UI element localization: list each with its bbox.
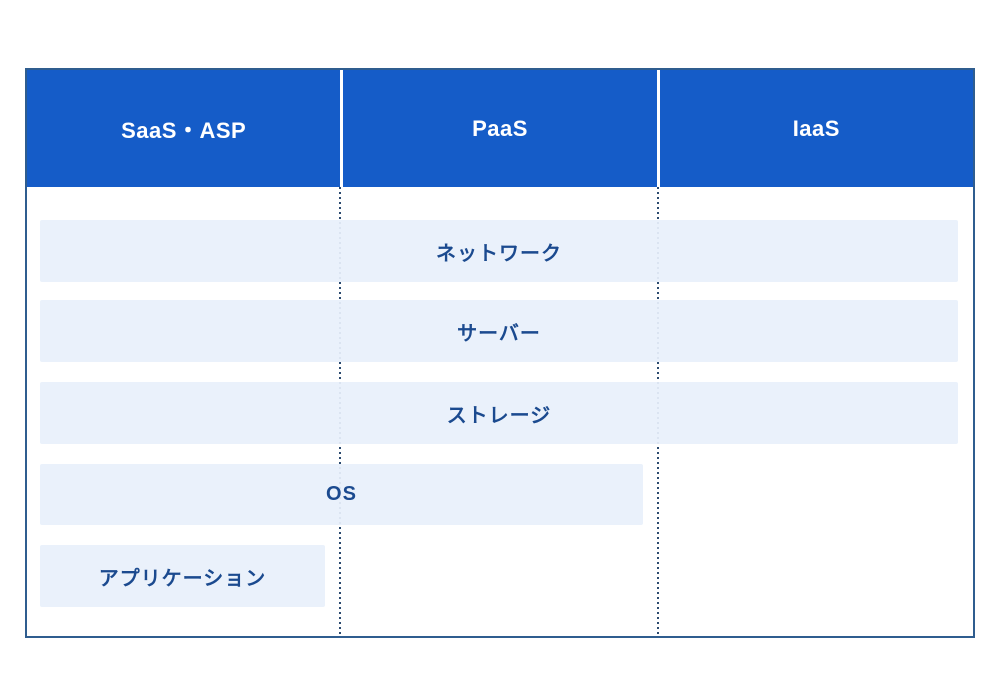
table-body: ネットワーク サーバー ストレージ OS アプリケーション — [27, 187, 973, 636]
service-comparison-table: SaaS・ASP PaaS IaaS ネットワーク サーバー ストレージ OS … — [25, 68, 975, 638]
column-header-paas: PaaS — [343, 70, 660, 187]
column-header-row: SaaS・ASP PaaS IaaS — [27, 70, 973, 187]
layer-bar-storage: ストレージ — [40, 382, 958, 444]
layer-bar-os: OS — [40, 464, 643, 525]
layer-bar-server: サーバー — [40, 300, 958, 362]
layer-bar-network: ネットワーク — [40, 220, 958, 282]
column-header-saas-asp: SaaS・ASP — [27, 70, 344, 187]
column-header-iaas: IaaS — [792, 115, 840, 141]
layer-bar-application: アプリケーション — [40, 545, 325, 607]
